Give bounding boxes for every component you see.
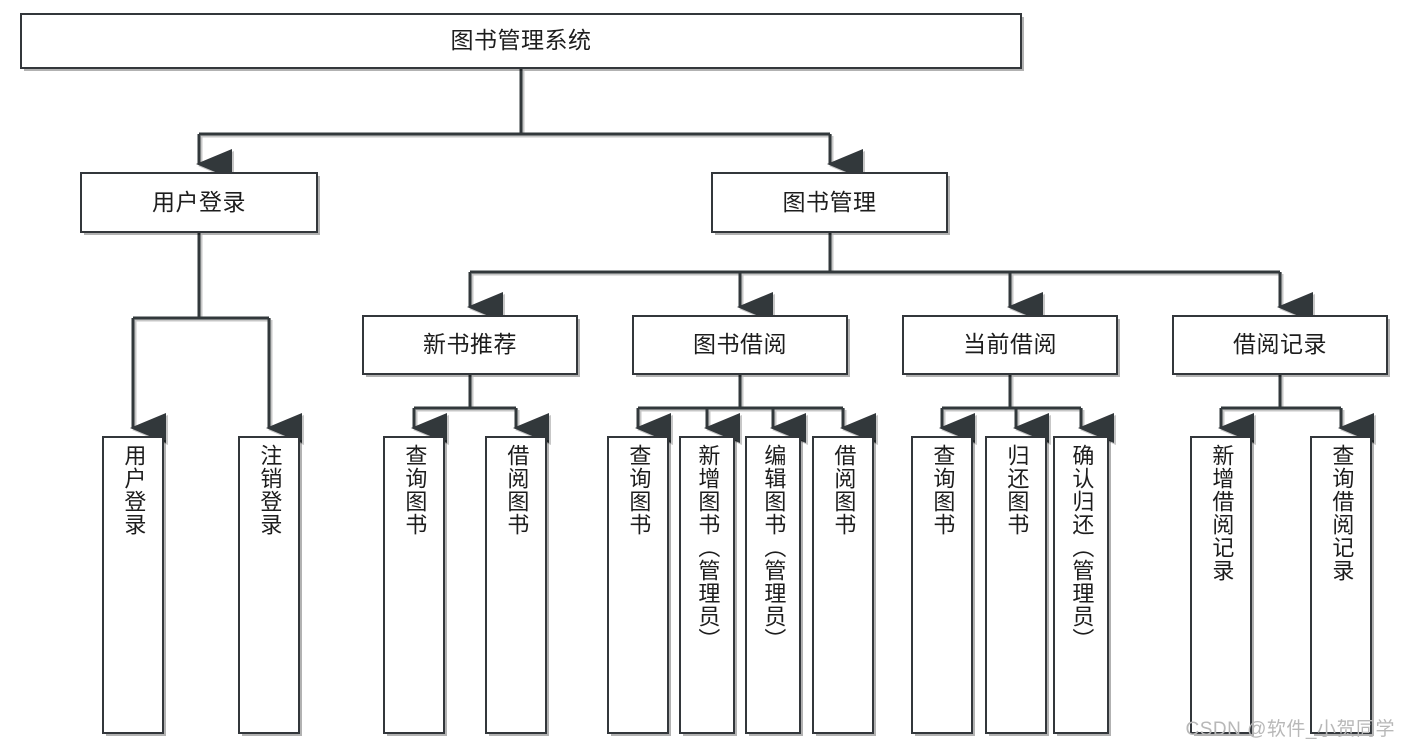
node-label: 新增图书（管理员） xyxy=(695,444,721,651)
leaf-borrow-book-2[interactable]: 借阅图书 xyxy=(812,436,874,734)
node-root-book-management-system[interactable]: 图书管理系统 xyxy=(20,13,1022,69)
node-label: 当前借阅 xyxy=(963,331,1057,358)
node-label: 编辑图书（管理员） xyxy=(761,444,787,651)
node-label: 归还图书 xyxy=(1004,444,1030,536)
csdn-watermark: CSDN @软件_小贺同学 xyxy=(1185,719,1395,740)
node-borrow-records[interactable]: 借阅记录 xyxy=(1172,315,1388,375)
node-book-management[interactable]: 图书管理 xyxy=(711,172,948,233)
node-label: 确认归还（管理员） xyxy=(1069,444,1095,651)
leaf-add-borrow-record[interactable]: 新增借阅记录 xyxy=(1190,436,1252,734)
leaf-query-book-1[interactable]: 查询图书 xyxy=(383,436,445,734)
node-label: 新增借阅记录 xyxy=(1209,444,1235,582)
node-label: 查询图书 xyxy=(402,444,428,536)
node-label: 借阅图书 xyxy=(504,444,530,536)
leaf-query-book-3[interactable]: 查询图书 xyxy=(911,436,973,734)
node-label: 用户登录 xyxy=(121,444,147,536)
node-label: 新书推荐 xyxy=(423,331,517,358)
leaf-logout[interactable]: 注销登录 xyxy=(238,436,300,734)
node-book-borrowing[interactable]: 图书借阅 xyxy=(632,315,848,375)
node-label: 图书借阅 xyxy=(693,331,787,358)
node-current-borrowing[interactable]: 当前借阅 xyxy=(902,315,1118,375)
node-label: 查询图书 xyxy=(626,444,652,536)
node-label: 图书管理 xyxy=(782,188,877,215)
leaf-query-borrow-record[interactable]: 查询借阅记录 xyxy=(1310,436,1372,734)
leaf-confirm-return-admin[interactable]: 确认归还（管理员） xyxy=(1053,436,1109,734)
node-label: 图书管理系统 xyxy=(450,27,592,54)
node-label: 借阅记录 xyxy=(1233,331,1327,358)
leaf-user-login[interactable]: 用户登录 xyxy=(102,436,164,734)
node-label: 用户登录 xyxy=(152,188,246,215)
node-new-book-recommendation[interactable]: 新书推荐 xyxy=(362,315,578,375)
node-label: 查询借阅记录 xyxy=(1329,444,1355,582)
leaf-edit-book-admin[interactable]: 编辑图书（管理员） xyxy=(745,436,801,734)
leaf-return-book[interactable]: 归还图书 xyxy=(985,436,1047,734)
leaf-add-book-admin[interactable]: 新增图书（管理员） xyxy=(679,436,735,734)
leaf-borrow-book-1[interactable]: 借阅图书 xyxy=(485,436,547,734)
node-label: 借阅图书 xyxy=(831,444,857,536)
node-user-login[interactable]: 用户登录 xyxy=(80,172,318,233)
node-label: 注销登录 xyxy=(257,444,283,536)
node-label: 查询图书 xyxy=(930,444,956,536)
leaf-query-book-2[interactable]: 查询图书 xyxy=(607,436,669,734)
